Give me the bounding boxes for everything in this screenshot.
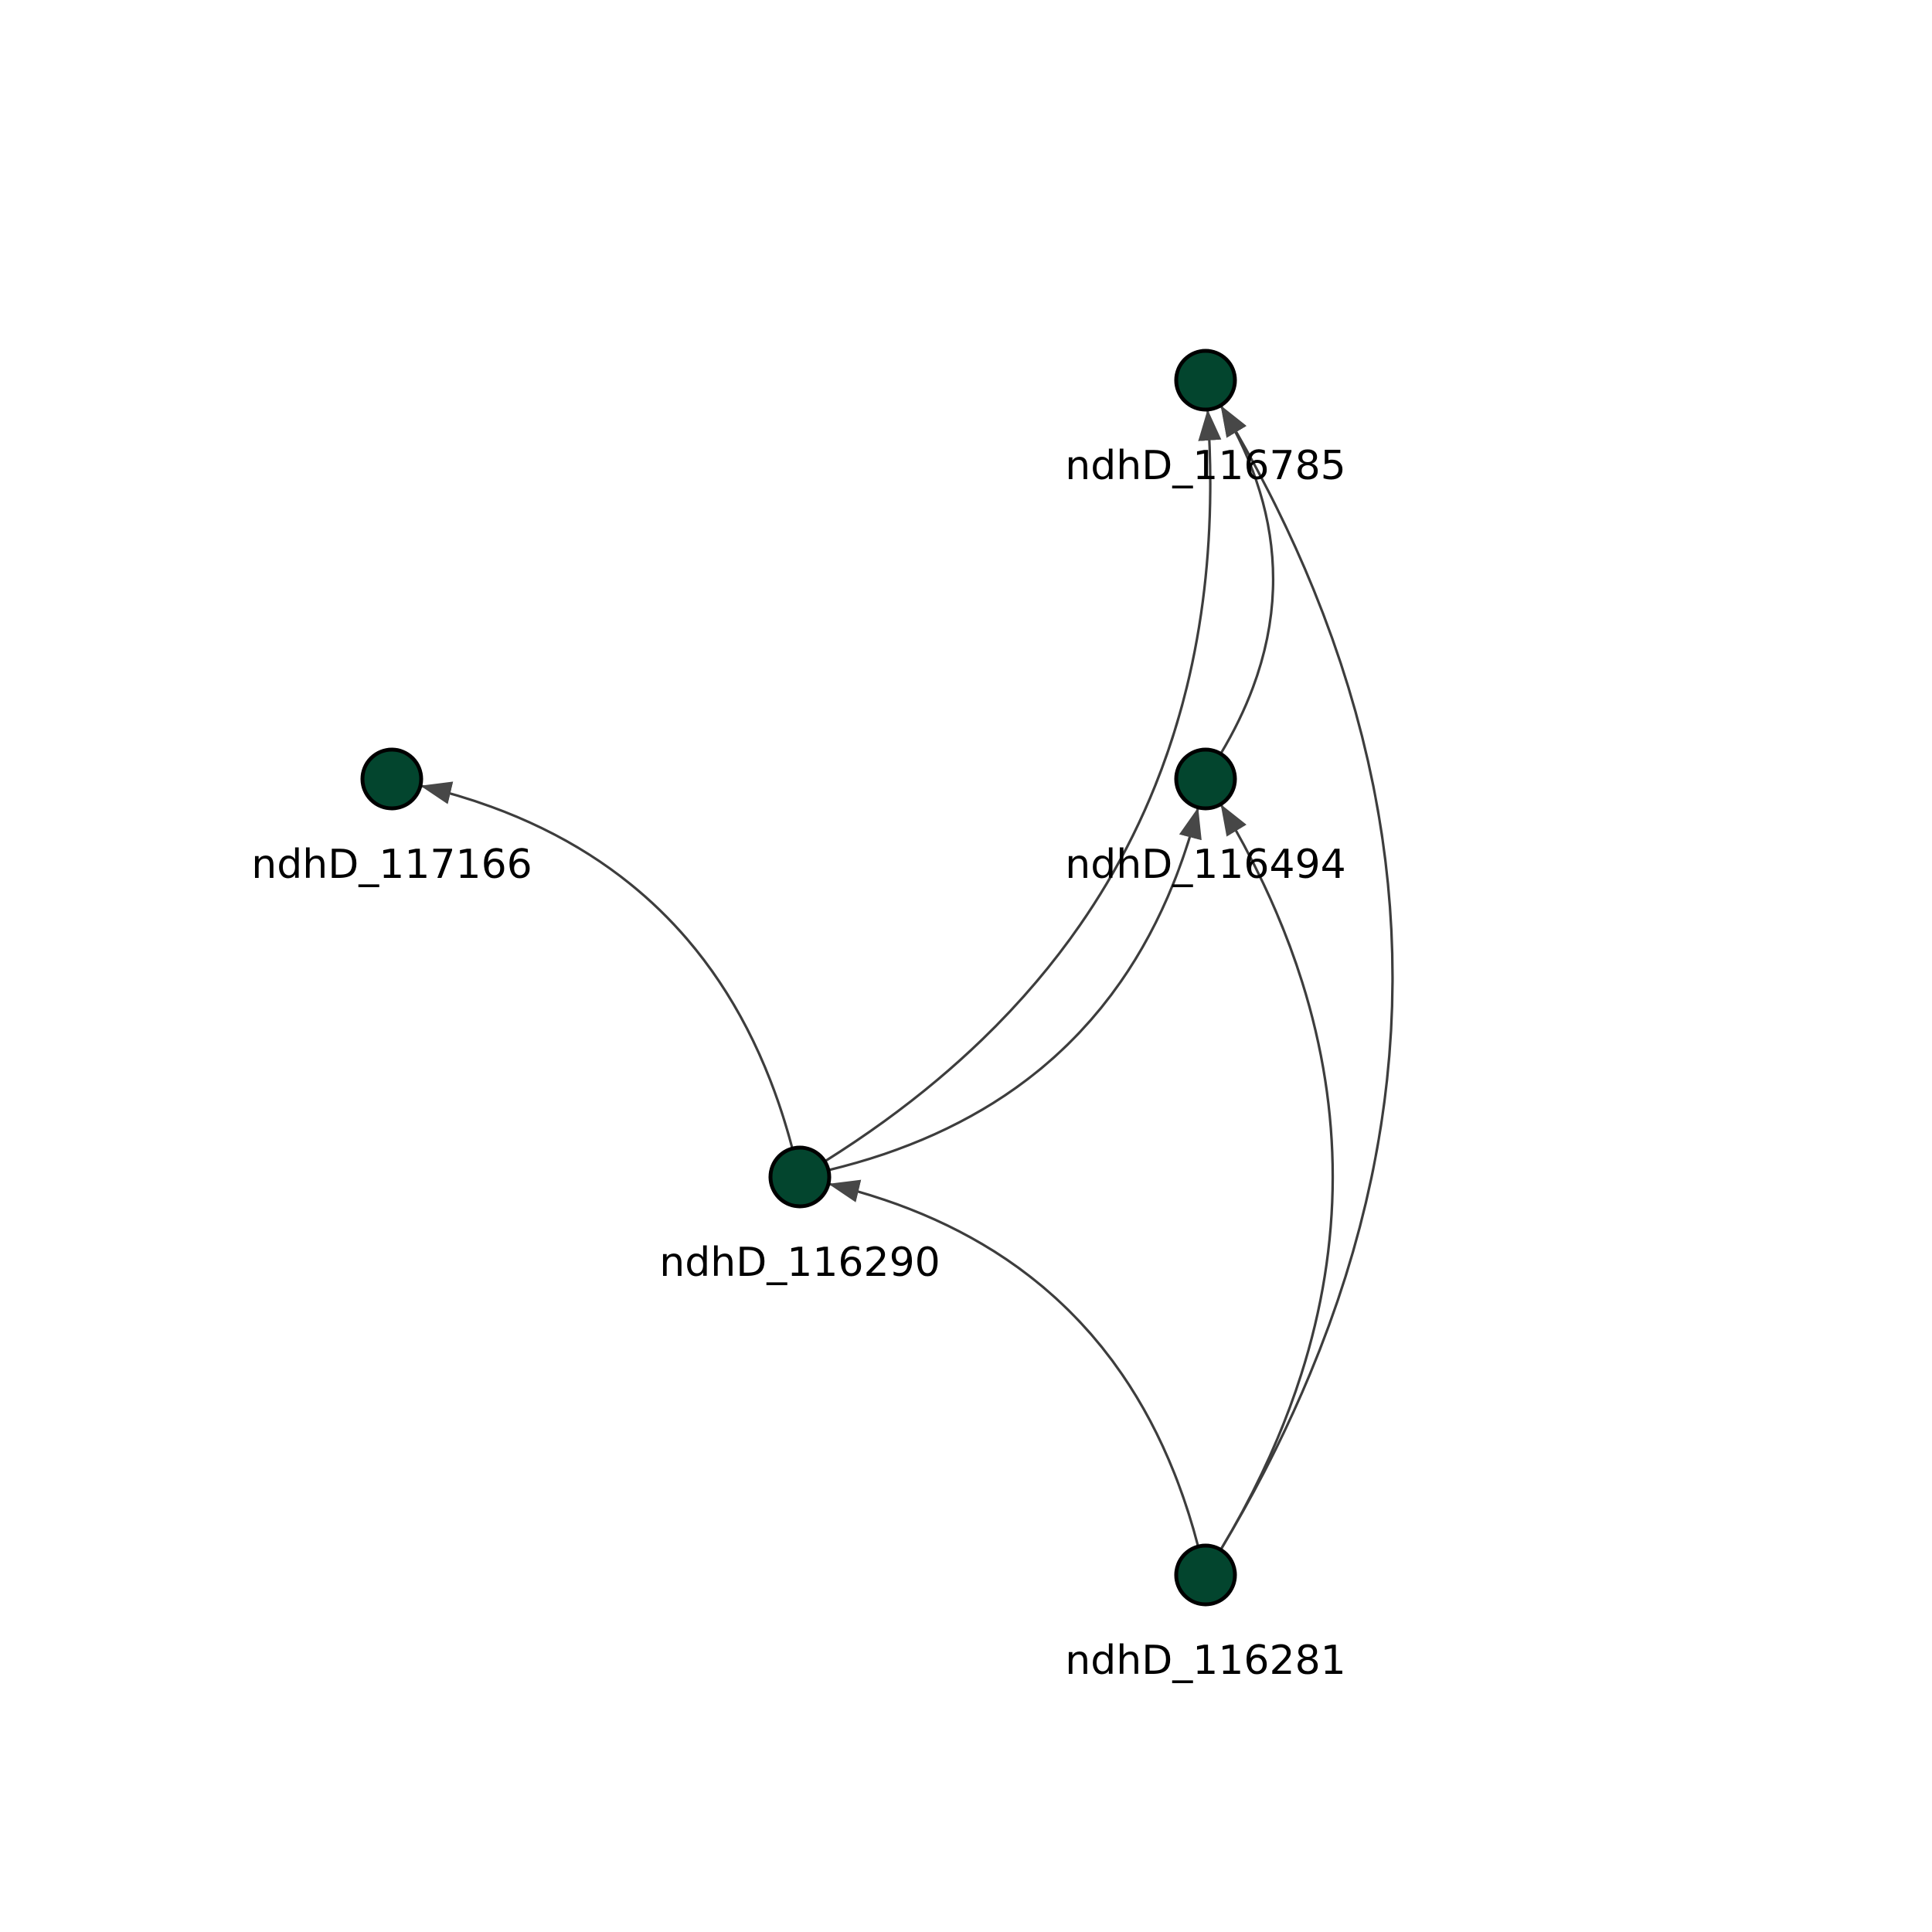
node-circle: [1174, 747, 1237, 811]
edge-ndhD_116281-to-ndhD_116494: [1219, 804, 1335, 1551]
node-circle: [360, 747, 423, 811]
edge-ndhD_116494-to-ndhD_116785: [1219, 405, 1274, 755]
node-circle: [1174, 349, 1237, 412]
edges-layer: [420, 405, 1394, 1551]
nodes-layer: ndhD_116785 ndhD_117166 ndhD_116494 ndhD_11…: [251, 349, 1346, 1684]
node-label: ndhD_117166: [251, 842, 532, 888]
node-ndhD_117166: ndhD_117166: [251, 747, 532, 888]
node-ndhD_116494: ndhD_116494: [1065, 747, 1346, 888]
edge-ndhD_116290-to-ndhD_116785: [824, 409, 1222, 1163]
node-ndhD_116290: ndhD_116290: [659, 1145, 940, 1286]
node-label: ndhD_116290: [659, 1240, 940, 1286]
node-label: ndhD_116494: [1065, 842, 1345, 888]
edge-ndhD_116281-to-ndhD_116785: [1219, 405, 1394, 1551]
node-circle: [768, 1145, 832, 1209]
node-ndhD_116785: ndhD_116785: [1065, 349, 1346, 489]
node-label: ndhD_116785: [1065, 443, 1345, 489]
edge-ndhD_116290-to-ndhD_117166: [420, 781, 794, 1149]
node-label: ndhD_116281: [1065, 1638, 1345, 1684]
edge-ndhD_116290-to-ndhD_116494: [828, 807, 1202, 1172]
edge-ndhD_116281-to-ndhD_116290: [828, 1179, 1199, 1547]
node-ndhD_116281: ndhD_116281: [1065, 1543, 1346, 1684]
node-circle: [1174, 1543, 1237, 1607]
